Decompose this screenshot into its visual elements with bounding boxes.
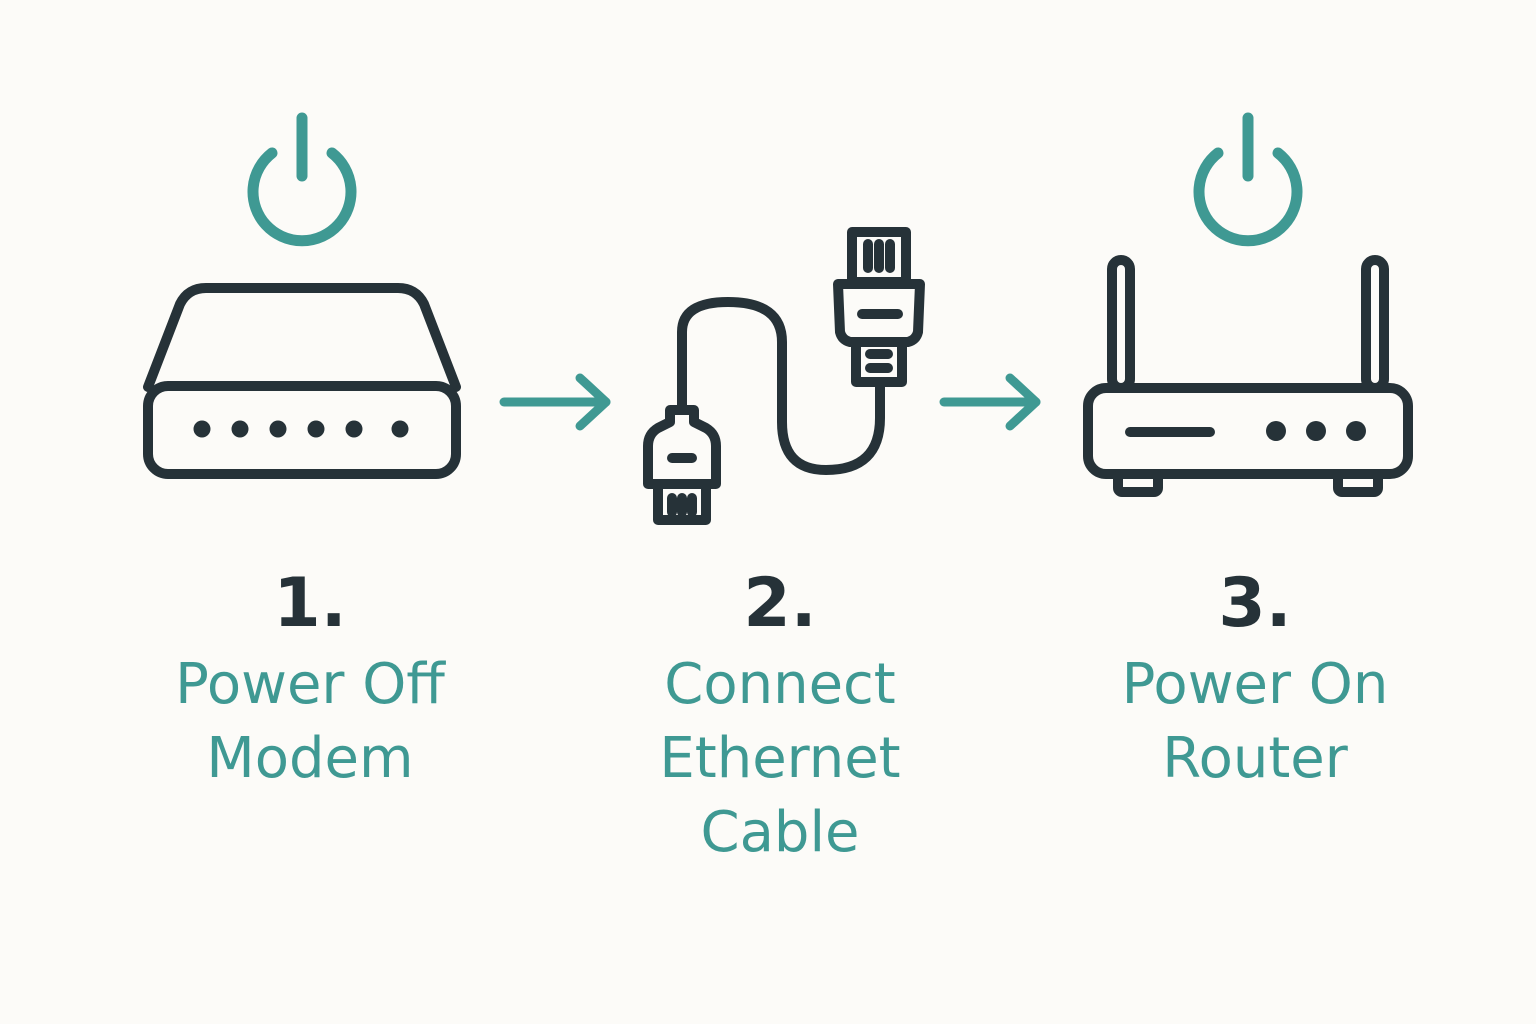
step-number: 3. — [1218, 564, 1292, 643]
step-number: 2. — [743, 564, 817, 643]
step-1: 1. Power Off Modem — [100, 568, 520, 796]
step-label-line: Cable — [700, 800, 860, 865]
step-label: Power On Router — [1045, 648, 1465, 796]
arrow-right-icon — [499, 373, 611, 431]
step-label: Connect Ethernet Cable — [570, 648, 990, 870]
step-3: 3. Power On Router — [1045, 568, 1465, 796]
step-label-line: Ethernet — [659, 726, 901, 791]
power-icon — [247, 112, 357, 247]
power-icon — [1193, 112, 1303, 247]
step-label-line: Power On — [1121, 652, 1389, 717]
step-label-line: Power Off — [175, 652, 445, 717]
step-2: 2. Connect Ethernet Cable — [570, 568, 990, 870]
ethernet-cable-icon — [643, 227, 925, 525]
router-icon — [1083, 255, 1413, 497]
step-label-line: Router — [1162, 726, 1348, 791]
step-label-line: Modem — [206, 726, 414, 791]
modem-icon — [143, 283, 461, 479]
step-label-line: Connect — [664, 652, 896, 717]
step-label: Power Off Modem — [100, 648, 520, 796]
arrow-right-icon — [939, 373, 1041, 431]
step-number: 1. — [273, 564, 347, 643]
